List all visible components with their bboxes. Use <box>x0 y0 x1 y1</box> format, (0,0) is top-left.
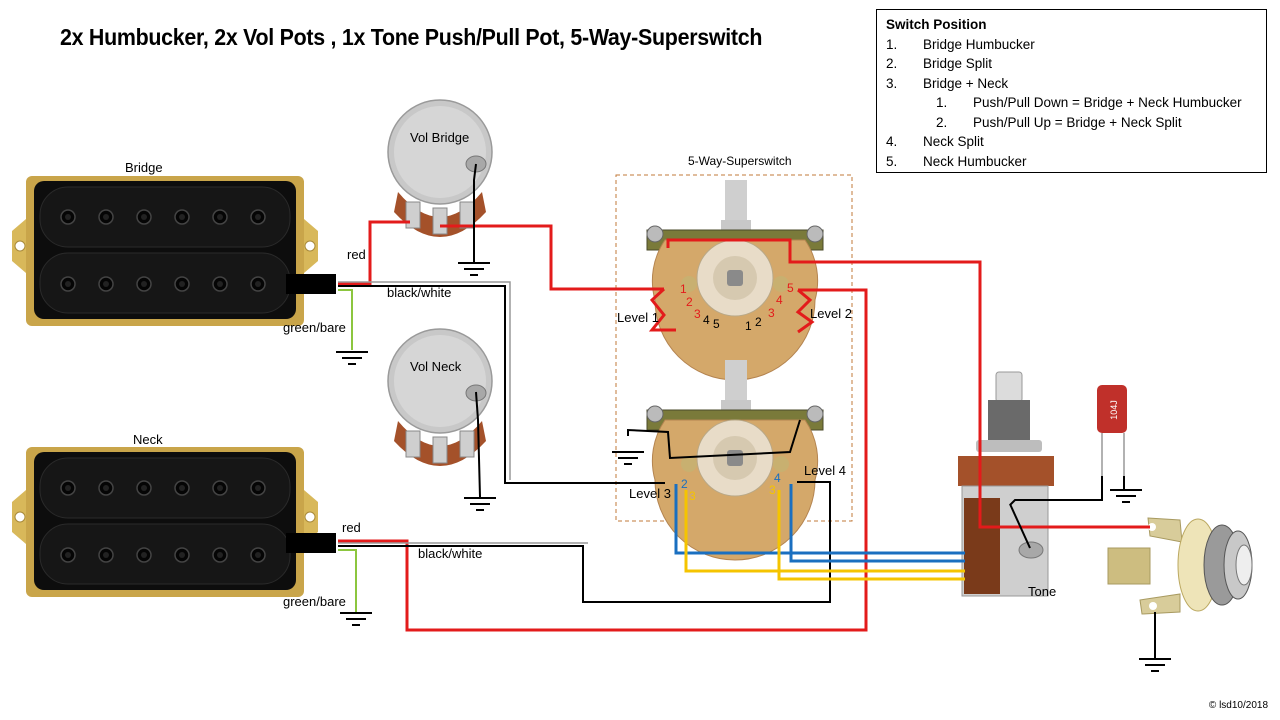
yellow-wires <box>684 490 965 581</box>
bridge-humbucker <box>11 175 319 327</box>
ground-icon <box>1109 489 1143 503</box>
lug-number: 5 <box>787 281 794 295</box>
level-4-label: Level 4 <box>804 463 846 478</box>
lug-number: 2 <box>681 477 688 491</box>
vol-bridge-label: Vol Bridge <box>410 130 470 145</box>
ground-icon <box>1138 658 1172 672</box>
legend-item: 5.Neck Humbucker <box>886 153 1027 169</box>
ground-icon <box>611 451 645 465</box>
blue-wires <box>674 484 965 563</box>
superswitch-label: 5-Way-Superswitch <box>688 154 792 168</box>
red-wires <box>338 220 1150 632</box>
switch-bottom-deck <box>646 359 824 561</box>
lug-number: 1 <box>745 319 752 333</box>
neck-black-white-label: black/white <box>418 546 483 561</box>
legend-subitem: 2.Push/Pull Up = Bridge + Neck Split <box>936 114 1182 130</box>
tone-push-pull-pot <box>958 371 1054 597</box>
lug-number: 1 <box>680 282 687 296</box>
capacitor <box>1097 385 1127 476</box>
grey-wires <box>338 281 588 544</box>
black-wires <box>338 163 1156 658</box>
lug-number: 3 <box>689 489 696 503</box>
bridge-cable <box>286 274 336 294</box>
lug-number: 4 <box>776 293 783 307</box>
level-2-label: Level 2 <box>810 306 852 321</box>
bridge-green-bare-label: green/bare <box>283 320 346 335</box>
lug-number: 3 <box>694 307 701 321</box>
legend-item: 1.Bridge Humbucker <box>886 36 1035 52</box>
neck-green-bare-label: green/bare <box>283 594 346 609</box>
ground-icon <box>335 351 369 365</box>
lug-number: 4 <box>703 313 710 327</box>
vol-neck-label: Vol Neck <box>410 359 462 374</box>
bridge-black-white-label: black/white <box>387 285 452 300</box>
neck-cable <box>286 533 336 553</box>
legend-subitem: 1.Push/Pull Down = Bridge + Neck Humbuck… <box>936 95 1242 110</box>
legend-item: 2.Bridge Split <box>886 56 993 71</box>
neck-humbucker <box>11 446 319 598</box>
bridge-pickup-label: Bridge <box>125 160 163 175</box>
neck-red-label: red <box>342 520 361 535</box>
switch-position-legend: Switch Position 1.Bridge Humbucker 2.Bri… <box>876 9 1267 173</box>
switch-top-deck <box>646 179 824 381</box>
legend-item: 4.Neck Split <box>886 134 984 149</box>
level-1-label: Level 1 <box>617 310 659 325</box>
legend-item: 3.Bridge + Neck <box>886 75 1009 91</box>
green-wires <box>338 289 357 612</box>
capacitor-marking: 104J <box>1109 400 1119 420</box>
legend-heading: Switch Position <box>886 17 987 32</box>
page-title: 2x Humbucker, 2x Vol Pots , 1x Tone Push… <box>60 24 763 50</box>
bridge-red-label: red <box>347 247 366 262</box>
copyright: © lsd10/2018 <box>1208 700 1268 711</box>
ground-icon <box>457 262 491 276</box>
lug-number: 3 <box>769 483 776 497</box>
lug-number: 5 <box>713 317 720 331</box>
neck-pickup-label: Neck <box>133 432 163 447</box>
lug-number: 2 <box>755 315 762 329</box>
ground-icon <box>339 612 373 626</box>
lug-number: 4 <box>774 471 781 485</box>
output-jack <box>1107 517 1253 615</box>
lug-number: 2 <box>686 295 693 309</box>
ground-icon <box>463 497 497 511</box>
switch-lug-numbers: 1 2 3 4 5 1 2 3 4 5 2 3 4 3 <box>680 281 794 503</box>
lug-number: 3 <box>768 306 775 320</box>
level-3-label: Level 3 <box>629 486 671 501</box>
tone-label: Tone <box>1028 584 1057 599</box>
